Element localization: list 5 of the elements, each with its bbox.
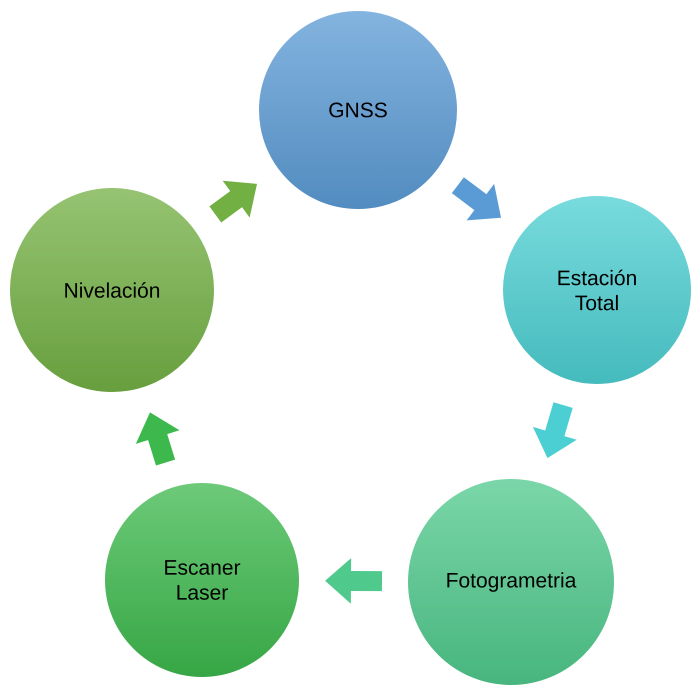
circle-node: Nivelación <box>8 186 216 394</box>
circle-node: Escaner Laser <box>103 481 301 679</box>
circle-node: Estación Total <box>501 194 693 386</box>
circle-node: Fotogrametria <box>406 477 616 687</box>
circle-node: GNSS <box>257 9 459 211</box>
